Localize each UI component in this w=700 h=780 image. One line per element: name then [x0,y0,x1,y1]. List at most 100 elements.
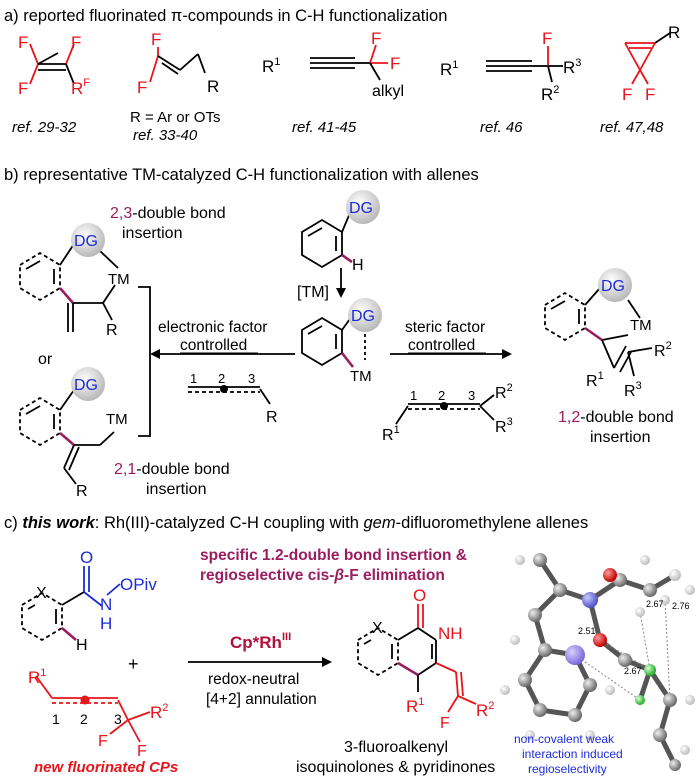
allene-center-dot [220,385,228,393]
selectivity-title-2: regioselective cis-β-F elimination [200,567,445,584]
atom-f: F [18,33,28,52]
dg-label: DG [349,200,373,217]
atom-f: F [440,715,450,732]
electronic-controlled: controlled [180,337,247,354]
atom-o: O [80,548,93,567]
allene-num: 2 [80,711,88,727]
dg-ball [71,223,105,257]
allene-center-dot [80,695,90,705]
atom-r1: R1 [28,667,46,687]
atom-r2: R2 [150,702,168,722]
new-cps-label: new fluorinated CPs [34,759,178,776]
atom-f: F [137,78,147,97]
atom-nh: NH [438,624,463,643]
atom-r: R [76,483,88,500]
atom-r: R [266,409,278,426]
atom-h: H [100,614,112,633]
section-b-heading: b) representative TM-catalyzed C-H funct… [4,166,479,184]
atom-f: F [390,54,400,73]
atom-n: N [100,595,112,614]
arene-top [301,212,353,269]
steric-label: steric factor [405,319,485,336]
fluorinated-allene [35,675,151,743]
ref-label: ref. 41-45 [292,119,357,136]
atom-r1: R1 [262,56,280,76]
atom-r: R [207,77,219,96]
atom-f: F [98,733,108,750]
ref-label: ref. 46 [480,119,523,136]
condition-2: [4+2] annulation [206,691,317,708]
product-label-1: 3-fluoroalkenyl [344,739,448,756]
compound-a1 [29,43,75,85]
metallacycle-center [301,315,366,368]
product-label-2: isoquinolones & pyridinones [296,759,495,776]
atom-f: F [622,85,632,104]
tm-label: TM [108,271,130,288]
insertion-21-line2: insertion [146,481,206,498]
atom-r1: R1 [586,370,604,390]
atom-f: F [18,79,28,98]
electronic-label: electronic factor [158,319,267,336]
dg-ball [346,190,380,224]
insertion-23-line2: insertion [122,225,182,242]
selectivity-title-1: specific 1.2-double bond insertion & [200,547,467,564]
compound-a3 [310,44,388,81]
transition-state-model [500,553,695,771]
insertion-21: 2,1-double bond [114,461,230,478]
dg-label: DG [74,233,98,250]
plus-sign: + [128,654,139,674]
insertion-12: 1,2-double bond [558,409,674,426]
tm-label: TM [350,368,372,385]
allene-num: 2 [438,388,445,403]
atom-r: R [106,322,118,339]
allene-center-dot [440,402,448,410]
allene-num: 1 [410,388,417,403]
distance-label: 2.67 [646,599,664,609]
product-12 [544,287,653,377]
atom-r: RF [71,77,90,98]
product-isoquinolone [357,604,477,713]
dg-ball [598,268,632,302]
dg-label: DG [74,377,98,394]
steric-controlled: controlled [408,337,475,354]
section-c-heading: c) this work: Rh(III)-catalyzed C-H coup… [4,514,588,532]
atom-r3: R3 [624,380,642,400]
allene-num: 2 [218,371,225,386]
h-label: H [76,637,88,654]
atom-x: X [36,585,47,602]
atom-f: F [151,30,161,49]
r-note: R = Ar or OTs [130,109,220,126]
compound-a4 [486,46,563,83]
nc-interaction-label: regioselectivity [528,762,607,776]
substrate-benzamide [21,566,121,642]
insertion-12-line2: insertion [590,429,650,446]
distance-label: 2.67 [624,666,642,676]
nc-interaction-label: non-covalent weak [514,732,615,746]
atom-r: R [668,23,680,42]
allene-num: 1 [190,371,197,386]
ref-label: ref. 33-40 [133,127,198,144]
distance-label: 2.76 [672,601,690,611]
nc-interaction-label: interaction induced [522,747,623,761]
atom-r2: R2 [541,84,559,104]
atom-r1: R1 [406,696,424,716]
atom-f: F [71,33,81,52]
tm-label: TM [630,317,652,334]
dg-ball [348,298,382,332]
atom-o: O [413,586,426,605]
dg-ball [71,367,105,401]
insertion-23: 2,3-double bond [110,205,226,222]
allene-num: 1 [52,711,60,727]
tm-catalyst-label: [TM] [297,284,329,301]
atom-r1: R1 [440,59,458,79]
atom-f: F [137,743,147,760]
atom-f: F [542,29,552,48]
atom-r3: R3 [495,416,513,436]
allene-num: 3 [114,711,122,727]
dg-label: DG [601,278,625,295]
bracket [138,286,151,437]
tm-label: TM [106,411,128,428]
h-label: H [352,257,364,274]
product-23 [19,243,119,332]
